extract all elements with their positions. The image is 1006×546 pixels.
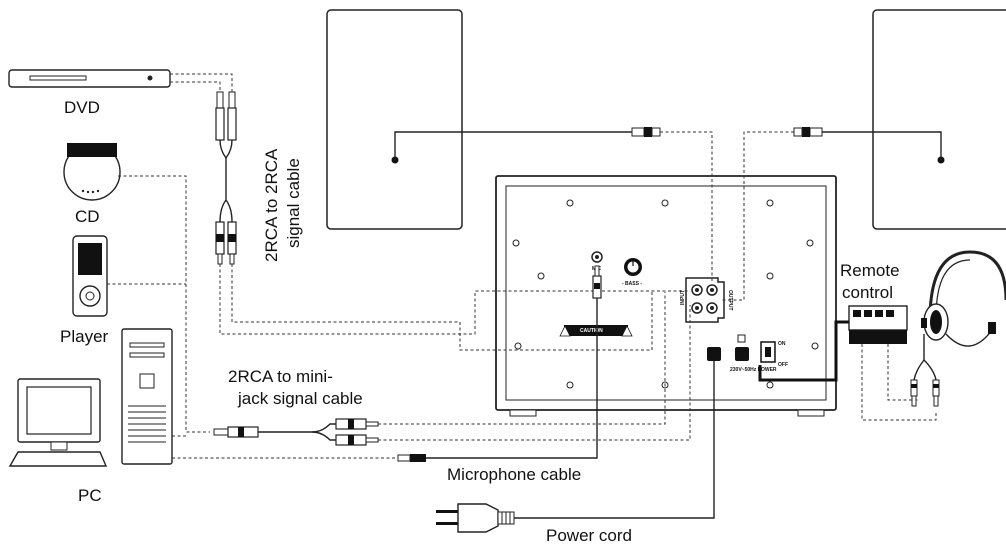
subwoofer-icon: MIC - BASS - INPUT OUTPUT CAUTION: [495, 175, 837, 417]
power-cord-line: [514, 361, 715, 519]
speaker-left-cable: [394, 127, 713, 282]
rca-to-minijack-label-1: 2RCA to mini-: [228, 367, 333, 386]
pc-tower-icon: [121, 328, 173, 465]
bass-knob: - BASS -: [622, 258, 642, 287]
switch-off-label: OFF: [778, 362, 788, 368]
rca-to-rca-label-1: 2RCA to 2RCA: [262, 148, 281, 262]
speaker-right-cable: [722, 127, 942, 301]
remote-label-2: control: [842, 283, 893, 302]
cd-player-icon: [63, 143, 121, 201]
remote-line-a: [861, 344, 937, 421]
pc-monitor-icon: [17, 378, 101, 451]
rca-input-line-a: [219, 264, 690, 335]
dvd-player-icon: [8, 69, 171, 88]
rca-to-rca-label-2: signal cable: [284, 158, 303, 248]
remote-label-1: Remote: [840, 261, 900, 280]
power-section: ON OFF 230V~50Hz POWER: [707, 334, 788, 373]
pc-label: PC: [78, 486, 102, 505]
power-plug-icon: [436, 503, 515, 533]
caution-text: CAUTION: [580, 328, 603, 334]
microphone-cable: [397, 265, 602, 462]
switch-on-label: ON: [778, 341, 786, 347]
minijack-line-a: [378, 292, 666, 425]
remote-line-b: [887, 344, 920, 401]
power-rating-label: 230V~50Hz POWER: [730, 367, 777, 373]
cd-line: [118, 175, 210, 433]
speaker-right-icon: [872, 9, 1006, 230]
speaker-left-icon: [326, 9, 463, 230]
caution-label: CAUTION: [559, 325, 633, 337]
minijack-line-b: [378, 305, 691, 441]
rca-to-minijack-cable: [213, 418, 379, 446]
rca-to-rca-cable: [170, 73, 237, 265]
player-label: Player: [60, 327, 109, 346]
remote-control-icon: [848, 305, 908, 344]
cd-label: CD: [75, 207, 100, 226]
bass-label: - BASS -: [622, 281, 642, 287]
rca-to-minijack-label-2: jack signal cable: [237, 389, 363, 408]
panel-screws: [512, 199, 819, 389]
headset-icon: [910, 250, 1006, 407]
microphone-cable-label: Microphone cable: [447, 465, 581, 484]
media-player-icon: [72, 235, 108, 317]
remote-cable: [758, 320, 849, 382]
rca-input-line-b: [231, 264, 653, 351]
dvd-label: DVD: [64, 98, 100, 117]
keyboard-icon: [8, 451, 108, 467]
power-cord-label: Power cord: [546, 526, 632, 545]
input-label: INPUT: [680, 290, 686, 305]
